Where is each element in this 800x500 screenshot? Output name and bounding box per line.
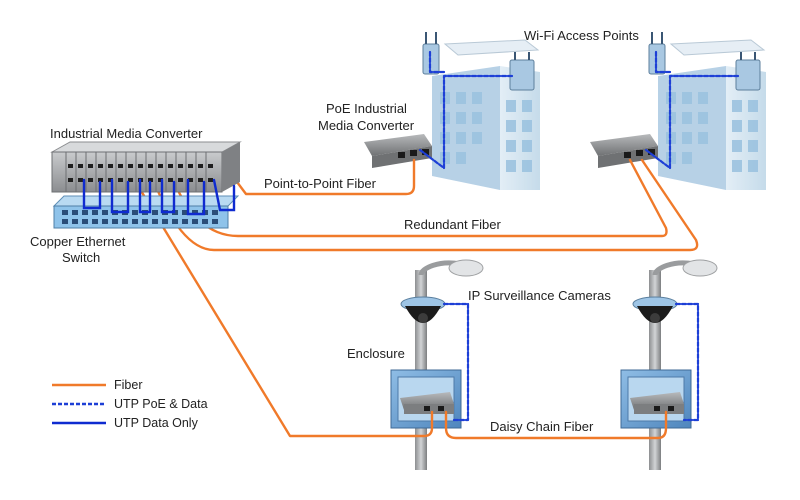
legend-label-utp-data: UTP Data Only <box>114 416 199 430</box>
label-daisy-chain-fiber: Daisy Chain Fiber <box>490 419 594 434</box>
utp-poe-building-2-upper <box>654 50 672 74</box>
legend-label-utp-poe: UTP PoE & Data <box>114 397 208 411</box>
enclosure-1-converter <box>400 392 454 414</box>
label-copper-switch-line1: Copper Ethernet <box>30 234 126 249</box>
label-industrial-media-converter: Industrial Media Converter <box>50 126 203 141</box>
utp-poe-building-1-upper <box>428 50 446 74</box>
label-enclosure: Enclosure <box>347 346 405 361</box>
ip-camera-1 <box>400 296 446 323</box>
utp-data-loop-5 <box>186 178 206 216</box>
poe-media-converter-1 <box>364 134 432 168</box>
utp-poe-building-2 <box>644 74 742 170</box>
label-ip-cameras: IP Surveillance Cameras <box>468 288 611 303</box>
building-2 <box>658 39 766 190</box>
ip-camera-2 <box>632 296 678 323</box>
utp-data-loop-2 <box>110 178 130 214</box>
wifi-ap-2b <box>735 52 761 91</box>
fiber-to-enclosure-1 <box>130 174 434 438</box>
wifi-ap-1b <box>509 52 535 91</box>
label-poe-converter-line1: PoE Industrial <box>326 101 407 116</box>
legend: Fiber UTP PoE & Data UTP Data Only <box>52 378 208 430</box>
legend-label-fiber: Fiber <box>114 378 142 392</box>
utp-data-loop-1 <box>82 178 102 210</box>
label-redundant-fiber: Redundant Fiber <box>404 217 502 232</box>
label-copper-switch-line2: Switch <box>62 250 100 265</box>
label-wifi-access-points: Wi-Fi Access Points <box>524 28 639 43</box>
utp-data-loop-6 <box>212 178 236 212</box>
building-1 <box>432 39 540 190</box>
utp-data-loop-4 <box>160 178 176 214</box>
utp-data-loop-3 <box>138 178 152 214</box>
industrial-media-converter <box>50 141 242 193</box>
enclosure-2-converter <box>630 392 684 414</box>
poe-media-converter-2 <box>590 134 658 168</box>
utp-poe-camera-2 <box>674 302 700 422</box>
label-poe-converter-line2: Media Converter <box>318 118 415 133</box>
fiber-daisy-chain <box>444 410 668 440</box>
fiber-point-to-point <box>226 158 416 196</box>
utp-poe-camera-1 <box>442 302 470 422</box>
utp-poe-building-1 <box>418 74 516 170</box>
label-point-to-point-fiber: Point-to-Point Fiber <box>264 176 377 191</box>
